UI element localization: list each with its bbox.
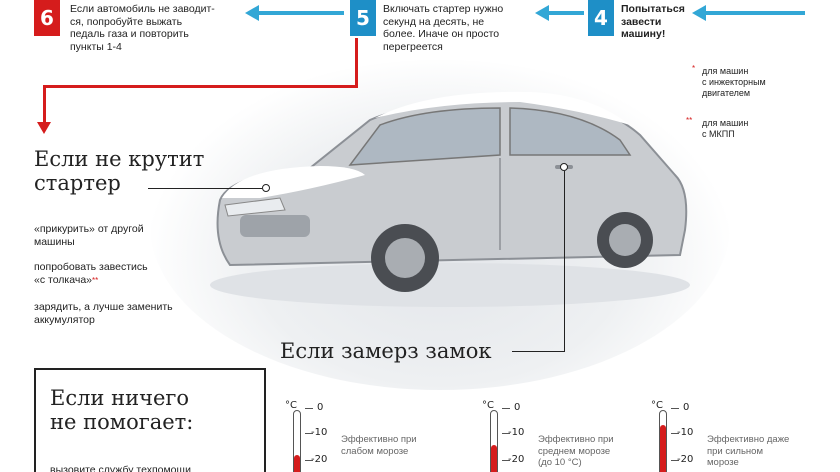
note-injector-marker: * — [692, 64, 696, 73]
arrow-head-to-step6 — [245, 5, 259, 21]
step5-badge: 5 — [350, 0, 376, 36]
tick-label-minus20: -20 — [311, 454, 328, 465]
note-injector-text: для машин с инжекторным двигателем — [702, 66, 766, 98]
red-connector-horizontal — [43, 85, 358, 88]
thermometer-tube — [293, 410, 301, 472]
tick-mark — [671, 460, 679, 461]
thermometer-tube — [659, 410, 667, 472]
thermometer-fill — [294, 455, 300, 472]
tick-label-0: 0 — [317, 402, 324, 413]
arrow-step4-to-step5 — [548, 11, 584, 15]
thermometer-strong-frost: °C 0 -10 -20 Эффективно даже при сильном… — [651, 398, 789, 472]
arrow-head-to-step4 — [692, 5, 706, 21]
hood-pointer-line — [148, 188, 262, 189]
thermometer-medium-frost: °C 0 -10 -20 Эффективно при среднем моро… — [482, 398, 614, 472]
starter-tip-battery-text: зарядить, а лучше заменить аккумулятор — [34, 301, 173, 326]
arrow-from-step4-start — [705, 11, 805, 15]
tick-label-minus20: -20 — [677, 454, 694, 465]
starter-tip-jumpstart: «прикурить» от другой машины — [34, 210, 254, 249]
thermometer-tube — [490, 410, 498, 472]
tick-mark — [671, 408, 679, 409]
nothing-helps-text: вызовите службу техпомощи — [50, 464, 192, 472]
starter-tip-push-text: попробовать завестись «с толкача» — [34, 261, 148, 286]
thermometer-unit: °C — [285, 400, 297, 411]
tick-mark — [305, 433, 313, 434]
note-manual-marker: ** — [686, 116, 693, 125]
red-connector-vertical — [355, 38, 358, 88]
frozen-car-illustration — [210, 91, 690, 307]
lock-pointer-vertical — [564, 171, 565, 351]
thermometer-caption: Эффективно при слабом морозе — [341, 434, 417, 457]
step4-badge: 4 — [588, 0, 614, 36]
arrow-head-to-step5 — [535, 5, 549, 21]
thermometer-unit: °C — [482, 400, 494, 411]
tick-mark — [671, 433, 679, 434]
tick-label-minus10: -10 — [311, 427, 328, 438]
starter-heading: Если не крутит стартер — [34, 147, 205, 195]
thermometer-fill — [491, 445, 497, 472]
tick-mark — [502, 408, 510, 409]
thermometer-caption: Эффективно при среднем морозе (до 10 °С) — [538, 434, 614, 468]
tick-label-minus10: -10 — [508, 427, 525, 438]
starter-tip-push: попробовать завестись «с толкача»** — [34, 248, 254, 287]
step6-badge: 6 — [34, 0, 60, 36]
starter-tip-push-marker: ** — [92, 276, 99, 285]
arrow-step5-to-step6 — [258, 11, 344, 15]
nothing-helps-box: Если ничего не помогает: вызовите службу… — [34, 368, 266, 472]
thermometer-unit: °C — [651, 400, 663, 411]
red-arrow-head — [37, 122, 51, 134]
tick-mark — [502, 433, 510, 434]
nothing-helps-heading: Если ничего не помогает: — [50, 386, 194, 434]
thermometer-weak-frost: °C 0 -10 -20 Эффективно при слабом мороз… — [285, 398, 417, 472]
step6-text: Если автомобиль не заводит- ся, попробуй… — [70, 3, 215, 53]
lock-heading: Если замерз замок — [280, 339, 492, 363]
tick-label-0: 0 — [683, 402, 690, 413]
lock-pointer-dot — [560, 163, 568, 171]
step4-text: Попытаться завести машину! — [621, 3, 685, 40]
tick-label-minus10: -10 — [677, 427, 694, 438]
hood-pointer-dot — [262, 184, 270, 192]
thermometer-fill — [660, 424, 666, 472]
tick-label-minus20: -20 — [508, 454, 525, 465]
thermometer-caption: Эффективно даже при сильном морозе — [707, 434, 790, 468]
tick-label-0: 0 — [514, 402, 521, 413]
starter-tip-battery: зарядить, а лучше заменить аккумулятор — [34, 288, 254, 327]
note-manual-text: для машин с МКПП — [702, 118, 749, 139]
tick-mark — [305, 408, 313, 409]
tick-mark — [502, 460, 510, 461]
tick-mark — [305, 460, 313, 461]
red-connector-down — [43, 85, 46, 125]
lock-pointer-horizontal — [512, 351, 565, 352]
starter-tip-jumpstart-text: «прикурить» от другой машины — [34, 223, 144, 248]
step5-text: Включать стартер нужно секунд на десять,… — [383, 3, 504, 53]
